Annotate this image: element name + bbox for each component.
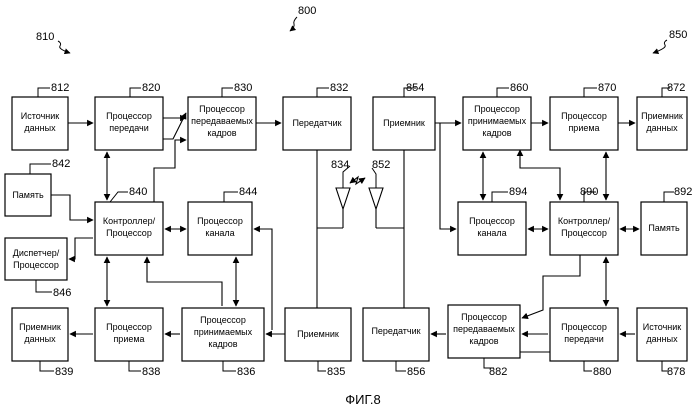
ref-820: 820 (142, 82, 160, 94)
block-tx-processor-820: Процессорпередачи (95, 97, 163, 150)
ref-880: 880 (593, 366, 611, 378)
ref-836: 836 (237, 366, 255, 378)
ref-842: 842 (52, 158, 70, 170)
system-850-arrow (653, 40, 667, 53)
antenna-834 (317, 188, 350, 228)
ref-835: 835 (327, 366, 345, 378)
ref-812: 812 (51, 82, 69, 94)
receiver-system-ref: 850 (669, 29, 687, 41)
system-ref-810: 810 (36, 31, 70, 53)
ref-882: 882 (489, 366, 507, 378)
block-label: Память (12, 190, 44, 200)
block-tx-frame-processor-830: Процессорпередаваемыхкадров (188, 97, 256, 150)
ref-878: 878 (667, 366, 685, 378)
block-scheduler-846: Диспетчер/Процессор (5, 238, 67, 280)
ref-856: 856 (407, 366, 425, 378)
ref-846: 846 (53, 287, 71, 299)
block-receiver-835: Приемник (285, 308, 351, 361)
ref-844: 844 (239, 186, 257, 198)
connections-left (51, 113, 317, 334)
ref-834: 834 (331, 159, 349, 171)
ref-872: 872 (667, 82, 685, 94)
ref-870: 870 (598, 82, 616, 94)
ref-894: 894 (509, 186, 527, 198)
ref-890: 890 (580, 186, 598, 198)
block-rx-processor-838: Процессорприема (95, 308, 163, 361)
block-label: Передатчик (292, 118, 341, 128)
block-receiver-854: Приемник (373, 97, 435, 150)
block-channel-processor-894: Процессорканала (458, 202, 526, 255)
transmitter-system-ref: 810 (36, 31, 54, 43)
block-rx-frame-processor-860: Процессорпринимаемыхкадров (463, 97, 531, 150)
block-data-sink-872: Приемникданных (637, 97, 687, 150)
figure-ref-800: 800 (290, 5, 316, 31)
block-transmitter-832: Передатчик (283, 97, 351, 150)
block-controller-840: Контроллер/Процессор (95, 202, 163, 255)
figure-number: 800 (298, 5, 316, 17)
ref-892: 892 (674, 186, 692, 198)
figure-ref-arrow (290, 17, 297, 31)
block-tx-frame-processor-882: Процессорпередаваемыхкадров (448, 305, 520, 358)
block-memory-892: Память (641, 202, 687, 255)
ref-830: 830 (234, 82, 252, 94)
block-label: Память (648, 223, 680, 233)
block-channel-processor-844: Процессорканала (188, 202, 252, 255)
block-data-sink-839: Приемникданных (12, 308, 68, 361)
block-tx-processor-880: Процессорпередачи (550, 308, 618, 361)
figure-caption: ФИГ.8 (345, 392, 381, 407)
ref-860: 860 (510, 82, 528, 94)
ref-852: 852 (372, 159, 390, 171)
block-data-source-812: Источникданных (12, 97, 68, 150)
block-rx-frame-processor-836: Процессорпринимаемыхкадров (182, 308, 264, 361)
ref-832: 832 (330, 82, 348, 94)
block-data-source-878: Источникданных (637, 308, 687, 361)
wireless-link (350, 177, 365, 184)
block-label: Приемник (383, 118, 425, 128)
system-810-arrow (58, 41, 70, 53)
ref-838: 838 (142, 366, 160, 378)
antenna-852 (369, 188, 404, 228)
block-controller-890: Контроллер/Процессор (550, 202, 618, 255)
ref-840: 840 (129, 186, 147, 198)
ref-854: 854 (406, 82, 424, 94)
block-memory-842: Память (5, 174, 51, 216)
system-ref-850: 850 (653, 29, 687, 53)
block-transmitter-856: Передатчик (363, 308, 429, 361)
block-label: Передатчик (371, 326, 420, 336)
ref-839: 839 (55, 366, 73, 378)
block-label: Приемник (297, 329, 339, 339)
block-rx-processor-870: Процессорприема (550, 97, 618, 150)
